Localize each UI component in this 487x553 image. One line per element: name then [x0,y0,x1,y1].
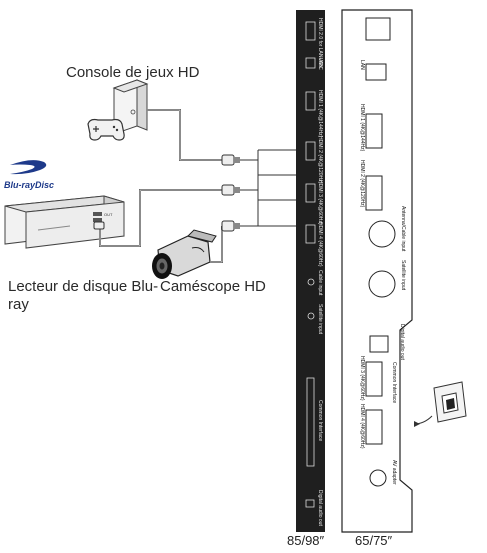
cable-camcorder [210,226,223,263]
cable-bluray [99,189,222,247]
port-label: HDMI 3 (4K@60Hz) [359,356,365,401]
tv-panel-85-98 [296,10,325,532]
port-label: Cable input [317,270,323,296]
port-label: Digital audio out [317,490,323,526]
panel-size-label-85-98: 85/98″ [287,533,325,548]
port-label: Satellite input [400,260,406,291]
port-label: HDMI 2 (4K@120Hz) [317,136,323,184]
svg-text:OUT: OUT [104,212,113,217]
hdmi-plug-icon [221,154,240,166]
hdmi-plug-icon [221,184,240,196]
port-label: LAN [317,58,323,68]
port-label: HDMI 2 (4K@120Hz) [359,160,365,208]
panel-size-label-65-75: 65/75″ [355,533,393,548]
port-label: Satellite input [317,304,323,335]
ci-card-icon [413,381,467,427]
camcorder-icon [152,229,217,279]
hdmi-plug-icon [93,221,105,230]
port-label: LAN [359,60,365,70]
port-label: Antenna/Cable input [400,206,406,252]
hdmi-plug-icon [221,220,240,232]
port-label: Common Interface [317,400,323,442]
port-label: AV adapter [391,460,397,485]
camcorder-caption: Caméscope HD [160,278,266,295]
bluray-player-caption: Lecteur de disque Blu-ray [8,278,159,313]
bluray-logo-text: Blu-rayDisc [4,180,55,190]
port-label: HDMI 1 (4K@144Hz) [317,90,323,138]
cable-console [147,109,222,161]
bluray-logo-icon [10,160,47,175]
tv-panel-65-75 [341,9,413,533]
port-label: HDMI 1 (4K@144Hz) [359,104,365,152]
bluray-player-icon: OUT [4,195,125,249]
port-label: HDMI 4 (4K@60Hz) [359,404,365,449]
port-label: Common Interface [391,362,397,404]
port-connector-lines [240,149,296,227]
port-label: HDMI 4 (4K@60Hz) [317,222,323,267]
port-label: Digital audio out [399,324,405,360]
game-console-caption: Console de jeux HD [66,64,200,81]
gamepad-icon [87,118,125,141]
port-label: HDMI 3 (4K@60Hz) [317,180,323,225]
